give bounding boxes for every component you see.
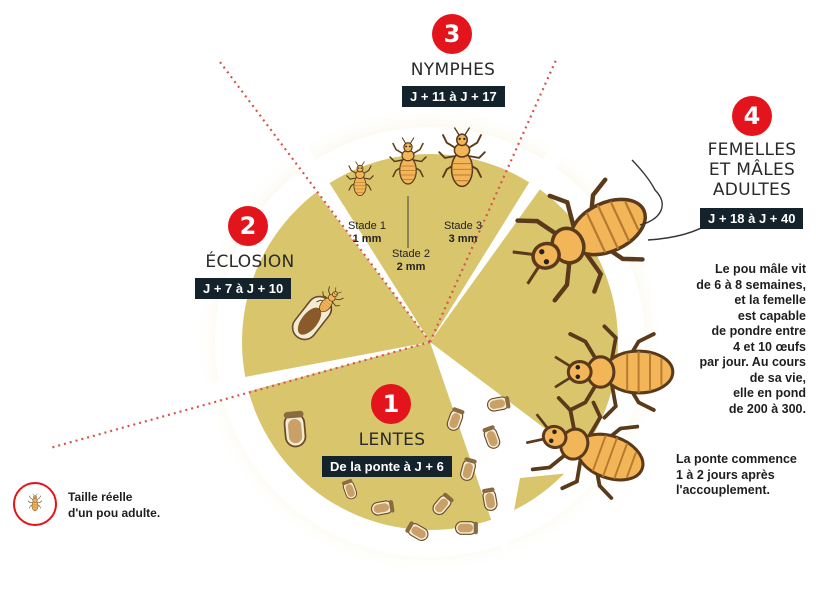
lifespan-line: de pondre entre	[694, 324, 806, 340]
stage1-title: LENTES	[338, 430, 446, 450]
lifespan-line: et la femelle	[694, 293, 806, 309]
lifespan-line: est capable	[694, 309, 806, 325]
lifespan-line: de 6 à 8 semaines,	[694, 278, 806, 294]
nymph-stage3-label: Stade 3 3 mm	[440, 220, 486, 246]
stage4-period: J + 18 à J + 40	[700, 208, 803, 229]
stage4-title-line1: FEMELLES	[692, 140, 812, 160]
stage4-number: 4	[732, 96, 772, 136]
stage1-number: 1	[371, 384, 411, 424]
stage1-period: De la ponte à J + 6	[322, 456, 452, 477]
legend-text: Taille réelle d'un pou adulte.	[68, 490, 188, 521]
stage4-title-line3: ADULTES	[692, 180, 812, 200]
nymph-stage2-size: 2 mm	[397, 261, 426, 273]
laying-line: La ponte commence	[676, 452, 806, 468]
laying-note: La ponte commence 1 à 2 jours après l'ac…	[676, 452, 806, 499]
nit-icon	[284, 411, 307, 448]
stage2-number: 2	[228, 206, 268, 246]
laying-line: l'accouplement.	[676, 483, 806, 499]
nymph-stage3-size: 3 mm	[449, 233, 478, 245]
stage4-title: FEMELLES ET MÂLES ADULTES	[692, 140, 812, 200]
stage2-period: J + 7 à J + 10	[195, 278, 291, 299]
legend-line2: d'un pou adulte.	[68, 506, 188, 522]
nymph-stage3-name: Stade 3	[440, 220, 486, 233]
nymph-stage2-label: Stade 2 2 mm	[388, 248, 434, 274]
nymph-stage1-size: 1 mm	[353, 233, 382, 245]
lifespan-line: elle en pond	[694, 386, 806, 402]
lifespan-line: de sa vie,	[694, 371, 806, 387]
stage3-period: J + 11 à J + 17	[402, 86, 505, 107]
stage4-title-line2: ET MÂLES	[692, 160, 812, 180]
nit-icon	[456, 522, 478, 535]
stage3-title: NYMPHES	[398, 60, 508, 80]
stage3-number: 3	[432, 14, 472, 54]
laying-line: 1 à 2 jours après	[676, 468, 806, 484]
lifespan-line: 4 et 10 œufs	[694, 340, 806, 356]
nymph-stage1-label: Stade 1 1 mm	[344, 220, 390, 246]
lifespan-line: par jour. Au cours	[694, 355, 806, 371]
nymph-stage1-name: Stade 1	[344, 220, 390, 233]
stage2-title: ÉCLOSION	[190, 252, 310, 272]
lifespan-line: Le pou mâle vit	[694, 262, 806, 278]
nymph-stage2-name: Stade 2	[388, 248, 434, 261]
lifespan-note: Le pou mâle vit de 6 à 8 semaines, et la…	[694, 262, 806, 417]
lifespan-line: de 200 à 300.	[694, 402, 806, 418]
legend-line1: Taille réelle	[68, 490, 188, 506]
